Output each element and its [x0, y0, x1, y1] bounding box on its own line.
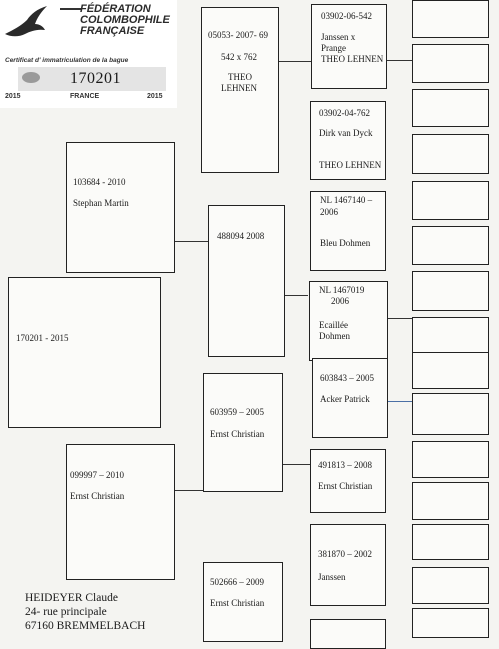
- federation-rule: [60, 8, 82, 10]
- pedigree-box-empty: [412, 0, 489, 38]
- connector: [174, 490, 204, 491]
- pedigree-box-dam-sire: 603959 – 2005 Ernst Christian: [203, 373, 283, 492]
- ds-owner: Ernst Christian: [210, 429, 265, 439]
- pedigree-box-empty: [412, 393, 489, 435]
- ssd-owner: THEO LEHNEN: [319, 160, 382, 170]
- dss-ring: 603843 – 2005: [320, 373, 374, 383]
- pedigree-box-empty: [412, 44, 489, 83]
- sds-ring: NL 1467140 –: [320, 195, 373, 205]
- ss-ring: 05053- 2007- 69: [208, 30, 268, 40]
- dam-ring: 099997 – 2010: [70, 470, 124, 480]
- pedigree-box-dsd: 491813 – 2008 Ernst Christian: [310, 449, 386, 513]
- ssd-line2: Dirk van Dyck: [319, 128, 373, 138]
- pedigree-box-sire: 103684 - 2010 Stephan Martin: [66, 142, 175, 273]
- ring-icon: [22, 72, 40, 83]
- pedigree-box-empty: [412, 524, 489, 560]
- sss-line3: Prange: [321, 43, 346, 53]
- ring-number: 170201: [70, 70, 121, 87]
- bird-ring: 170201 - 2015: [16, 333, 69, 343]
- dd-ring: 502666 – 2009: [210, 577, 264, 587]
- connector: [283, 295, 308, 296]
- pedigree-box-sire-sire: 05053- 2007- 69 542 x 762 THEO LEHNEN: [201, 7, 279, 173]
- year-right: 2015: [147, 93, 163, 100]
- connector: [385, 318, 412, 319]
- country: FRANCE: [70, 93, 100, 100]
- pedigree-box-empty: [412, 89, 489, 127]
- dss-owner: Acker Patrick: [320, 394, 370, 404]
- connector: [283, 464, 310, 465]
- federation-name: FÉDÉRATION COLOMBOPHILE FRANÇAISE: [80, 4, 170, 37]
- federation-line1: FÉDÉRATION: [80, 3, 151, 15]
- sss-ring: 03902-06-542: [321, 11, 372, 21]
- pedigree-box-empty: [412, 134, 489, 174]
- sds-year: 2006: [320, 207, 338, 217]
- pedigree-box-dam-dam: 502666 – 2009 Ernst Christian: [203, 562, 283, 642]
- pedigree-box-sss: 03902-06-542 Janssen x Prange THEO LEHNE…: [311, 4, 387, 89]
- owner-name: HEIDEYER Claude: [25, 592, 118, 604]
- federation-line2: COLOMBOPHILE: [80, 14, 170, 26]
- ss-owner-first: THEO: [228, 72, 252, 82]
- pedigree-box-sdd: NL 1467019 2006 Ecaillée Dohmen: [309, 281, 388, 361]
- pedigree-box-empty: [412, 567, 489, 604]
- dsd-owner: Ernst Christian: [318, 481, 373, 491]
- connector: [385, 60, 412, 61]
- ds-ring: 603959 – 2005: [210, 407, 264, 417]
- pigeon-logo-icon: [5, 6, 47, 37]
- ring-certificate: FÉDÉRATION COLOMBOPHILE FRANÇAISE Certif…: [0, 0, 177, 108]
- pedigree-box-empty: [412, 271, 489, 311]
- federation-line3: FRANÇAISE: [80, 25, 145, 37]
- year-left: 2015: [5, 93, 21, 100]
- sdd-ring: NL 1467019: [319, 285, 365, 295]
- sd-ring: 488094 2008: [217, 231, 265, 241]
- sire-ring: 103684 - 2010: [73, 177, 126, 187]
- owner-address: HEIDEYER Claude 24- rue principale 67160…: [25, 591, 145, 633]
- ss-cross: 542 x 762: [221, 52, 257, 62]
- ring-number-strip: [18, 67, 166, 91]
- pedigree-box-sds: NL 1467140 – 2006 Bleu Dohmen: [310, 191, 386, 271]
- sdd-line3: Ecaillée: [319, 320, 348, 330]
- owner-city: 67160 BREMMELBACH: [25, 620, 146, 632]
- pedigree-box-empty: [412, 441, 489, 478]
- ss-owner-last: LEHNEN: [221, 83, 257, 93]
- pedigree-box-empty: [412, 352, 489, 389]
- dds-owner: Janssen: [318, 572, 346, 582]
- ssd-ring: 03902-04-762: [319, 108, 370, 118]
- sss-line2: Janssen x: [321, 32, 356, 42]
- pedigree-box-empty: [412, 317, 489, 357]
- pedigree-box-ddd: [310, 619, 386, 649]
- connector: [388, 401, 412, 402]
- pedigree-box-ssd: 03902-04-762 Dirk van Dyck THEO LEHNEN: [310, 101, 386, 180]
- dam-owner: Ernst Christian: [70, 491, 125, 501]
- owner-street: 24- rue principale: [25, 606, 107, 618]
- pedigree-box-empty: [412, 608, 489, 638]
- pedigree-box-empty: [412, 482, 489, 520]
- pedigree-box-bird: 170201 - 2015: [8, 277, 161, 428]
- pedigree-box-dss: 603843 – 2005 Acker Patrick: [312, 358, 388, 438]
- pedigree-box-dam: 099997 – 2010 Ernst Christian: [66, 444, 175, 580]
- sdd-owner: Dohmen: [319, 331, 350, 341]
- pedigree-box-empty: [412, 226, 489, 265]
- dds-ring: 381870 – 2002: [318, 549, 372, 559]
- sdd-year: 2006: [331, 296, 349, 306]
- connector: [174, 241, 209, 242]
- dsd-ring: 491813 – 2008: [318, 460, 372, 470]
- connector: [251, 61, 311, 62]
- pedigree-box-dds: 381870 – 2002 Janssen: [310, 524, 386, 606]
- sds-owner: Bleu Dohmen: [320, 238, 371, 248]
- dd-owner: Ernst Christian: [210, 598, 265, 608]
- pedigree-box-empty: [412, 181, 489, 220]
- sire-owner: Stephan Martin: [73, 198, 129, 208]
- pedigree-box-sire-dam: 488094 2008: [208, 205, 285, 357]
- sss-owner: THEO LEHNEN: [321, 54, 384, 64]
- certificate-label: Certificat d' immatriculation de la bagu…: [5, 57, 129, 64]
